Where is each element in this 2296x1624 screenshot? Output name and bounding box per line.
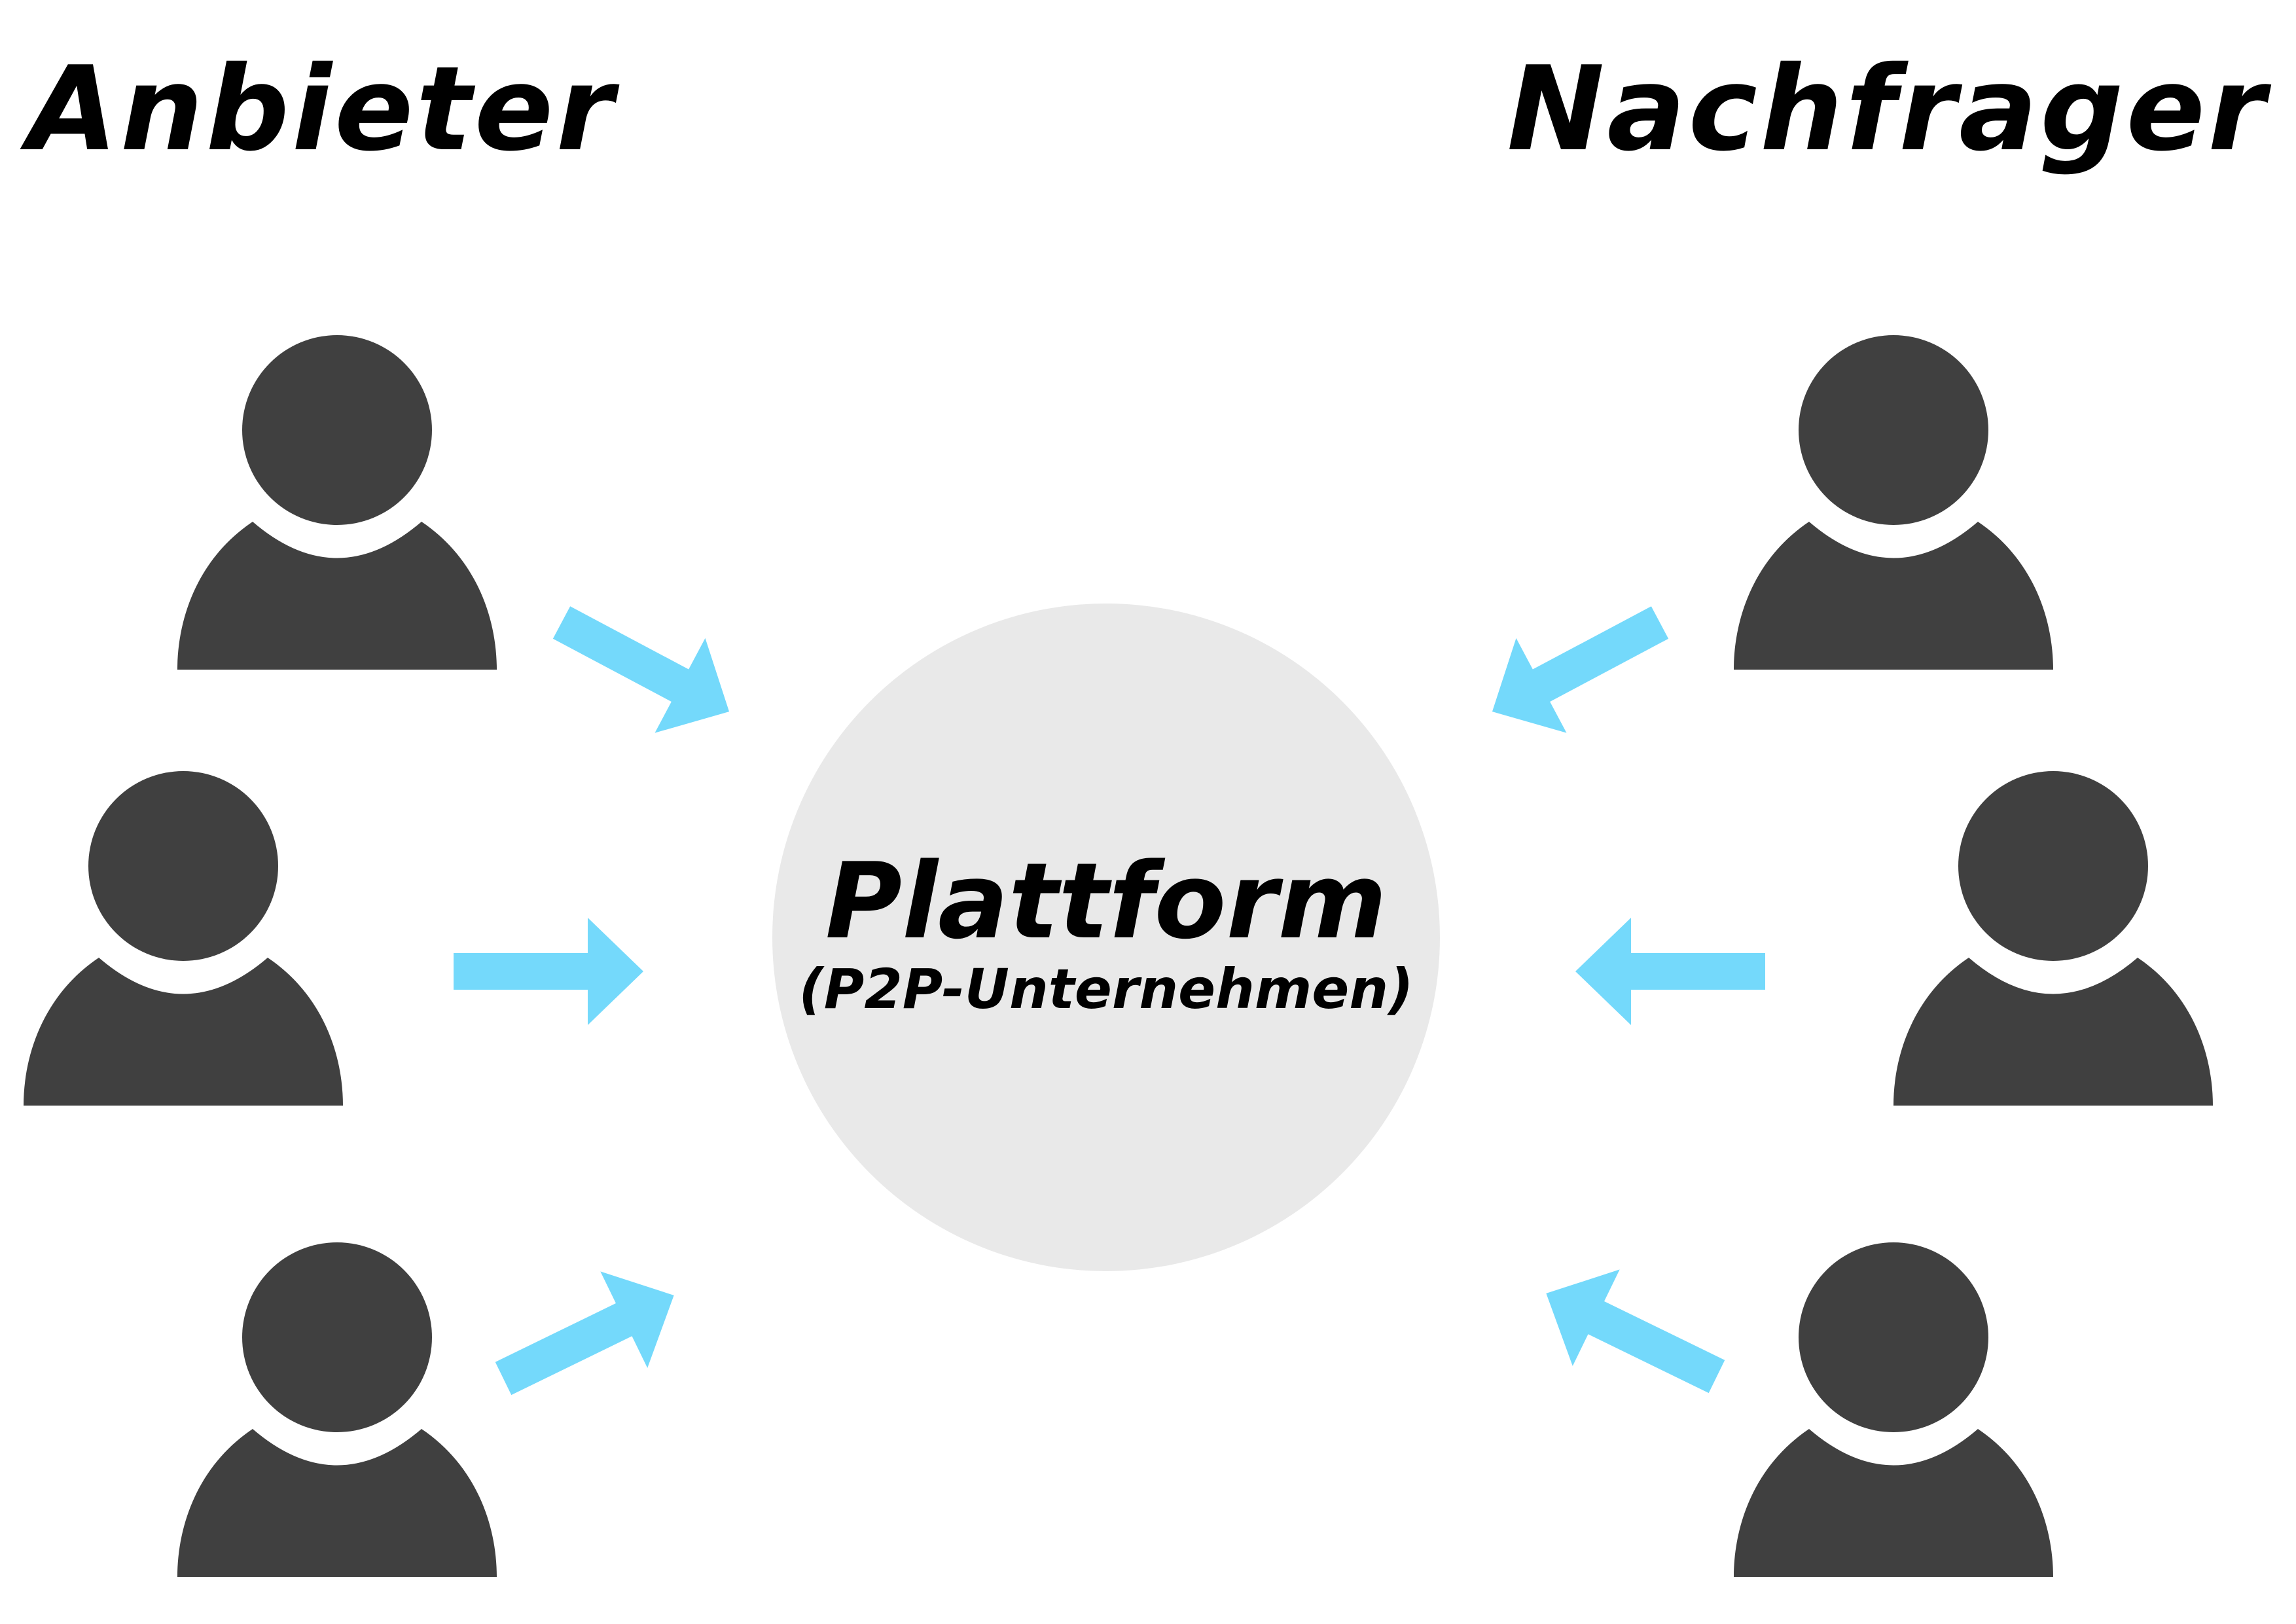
person-icon xyxy=(177,335,497,670)
heading-anbieter: Anbieter xyxy=(20,41,619,177)
arrow-icon xyxy=(1467,575,1685,759)
platform-title: Plattform xyxy=(825,840,1387,962)
person-icon xyxy=(1734,1242,2053,1577)
person-icon xyxy=(1893,771,2213,1106)
arrow-icon xyxy=(1522,1245,1740,1425)
arrow-icon xyxy=(454,918,643,1025)
arrow-icon xyxy=(536,575,755,759)
person-icon xyxy=(24,771,343,1106)
person-icon xyxy=(1734,335,2053,670)
person-icon xyxy=(177,1242,497,1577)
heading-nachfrager: Nachfrager xyxy=(1507,41,2271,177)
arrow-icon xyxy=(480,1247,698,1427)
platform-circle xyxy=(772,604,1440,1271)
arrow-icon xyxy=(1575,918,1765,1025)
platform-subtitle: (P2P-Unternehmen) xyxy=(798,957,1413,1021)
